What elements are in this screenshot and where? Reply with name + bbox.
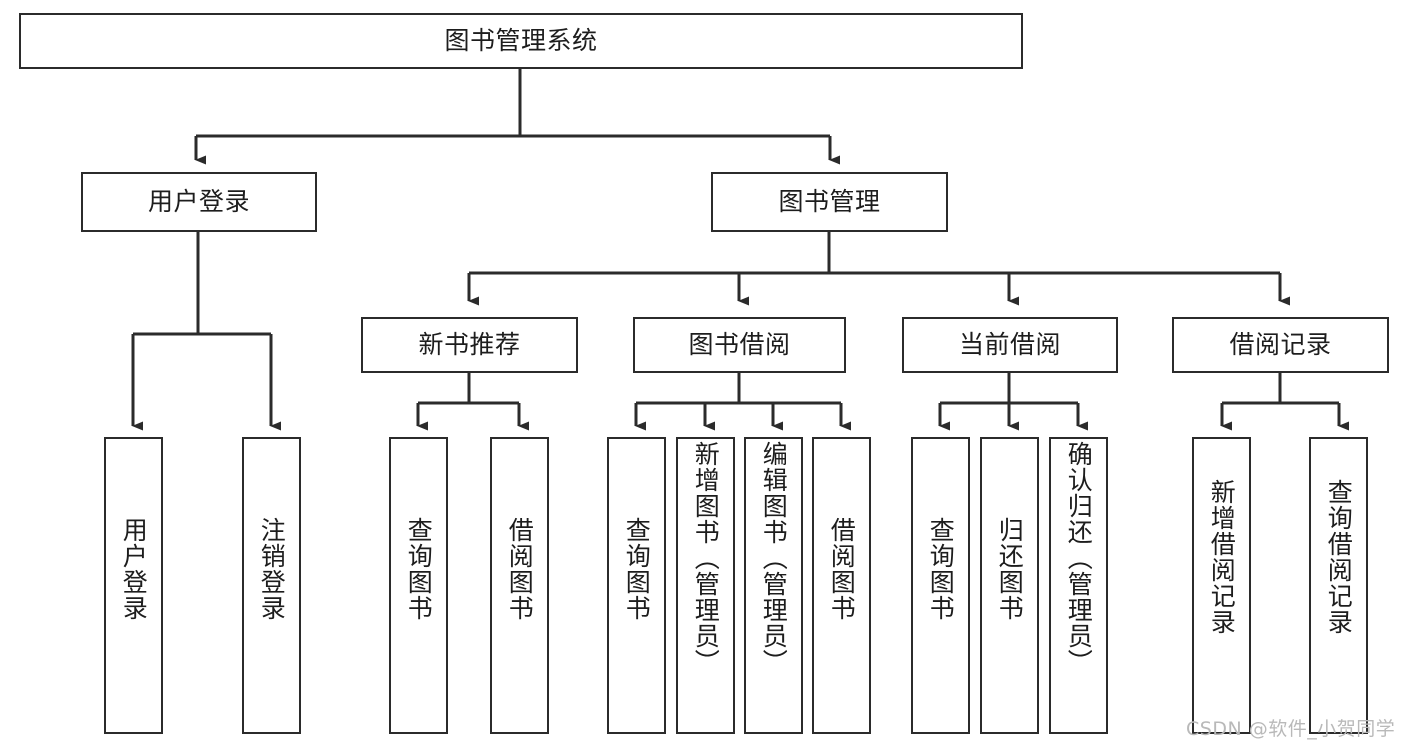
node-leaf-edit-book-admin[interactable]: 编辑图书（管理员）: [744, 437, 803, 734]
node-leaf-query-borrow-record[interactable]: 查询借阅记录: [1309, 437, 1368, 734]
node-label: 图书管理: [778, 187, 881, 217]
node-label: 用户登录: [119, 517, 149, 621]
node-book-management[interactable]: 图书管理: [711, 172, 948, 232]
node-leaf-add-borrow-record[interactable]: 新增借阅记录: [1192, 437, 1251, 734]
node-label: 确认归还（管理员）: [1064, 441, 1094, 675]
node-leaf-query-book-borrow[interactable]: 查询图书: [607, 437, 666, 734]
node-label: 借阅记录: [1229, 330, 1332, 360]
node-leaf-user-login[interactable]: 用户登录: [104, 437, 163, 734]
node-leaf-add-book-admin[interactable]: 新增图书（管理员）: [676, 437, 735, 734]
node-label: 新增图书（管理员）: [691, 441, 721, 675]
node-current-borrowing[interactable]: 当前借阅: [902, 317, 1118, 373]
node-label: 查询借阅记录: [1324, 479, 1354, 635]
node-leaf-query-book-current[interactable]: 查询图书: [911, 437, 970, 734]
csdn-watermark: CSDN @软件_小贺同学: [1186, 718, 1396, 740]
node-leaf-return-book[interactable]: 归还图书: [980, 437, 1039, 734]
node-label: 注销登录: [257, 517, 287, 621]
node-label: 查询图书: [926, 517, 956, 621]
node-leaf-logout[interactable]: 注销登录: [242, 437, 301, 734]
node-leaf-confirm-return-admin[interactable]: 确认归还（管理员）: [1049, 437, 1108, 734]
node-label: 查询图书: [622, 517, 652, 621]
node-label: 图书借阅: [688, 330, 791, 360]
node-label: 归还图书: [995, 517, 1025, 621]
node-borrow-record[interactable]: 借阅记录: [1172, 317, 1389, 373]
node-label: 借阅图书: [505, 517, 535, 621]
node-label: 图书管理系统: [444, 26, 598, 56]
node-root-book-management-system[interactable]: 图书管理系统: [19, 13, 1023, 69]
node-new-book-recommendation[interactable]: 新书推荐: [361, 317, 578, 373]
node-leaf-borrow-book[interactable]: 借阅图书: [812, 437, 871, 734]
node-leaf-borrow-book-recommend[interactable]: 借阅图书: [490, 437, 549, 734]
node-user-login[interactable]: 用户登录: [81, 172, 317, 232]
node-label: 新增借阅记录: [1207, 479, 1237, 635]
node-label: 查询图书: [404, 517, 434, 621]
node-book-borrowing[interactable]: 图书借阅: [633, 317, 846, 373]
node-label: 新书推荐: [418, 330, 521, 360]
node-label: 用户登录: [147, 187, 250, 217]
node-leaf-query-book-recommend[interactable]: 查询图书: [389, 437, 448, 734]
node-label: 当前借阅: [958, 330, 1061, 360]
node-label: 借阅图书: [827, 517, 857, 621]
node-label: 编辑图书（管理员）: [759, 441, 789, 675]
